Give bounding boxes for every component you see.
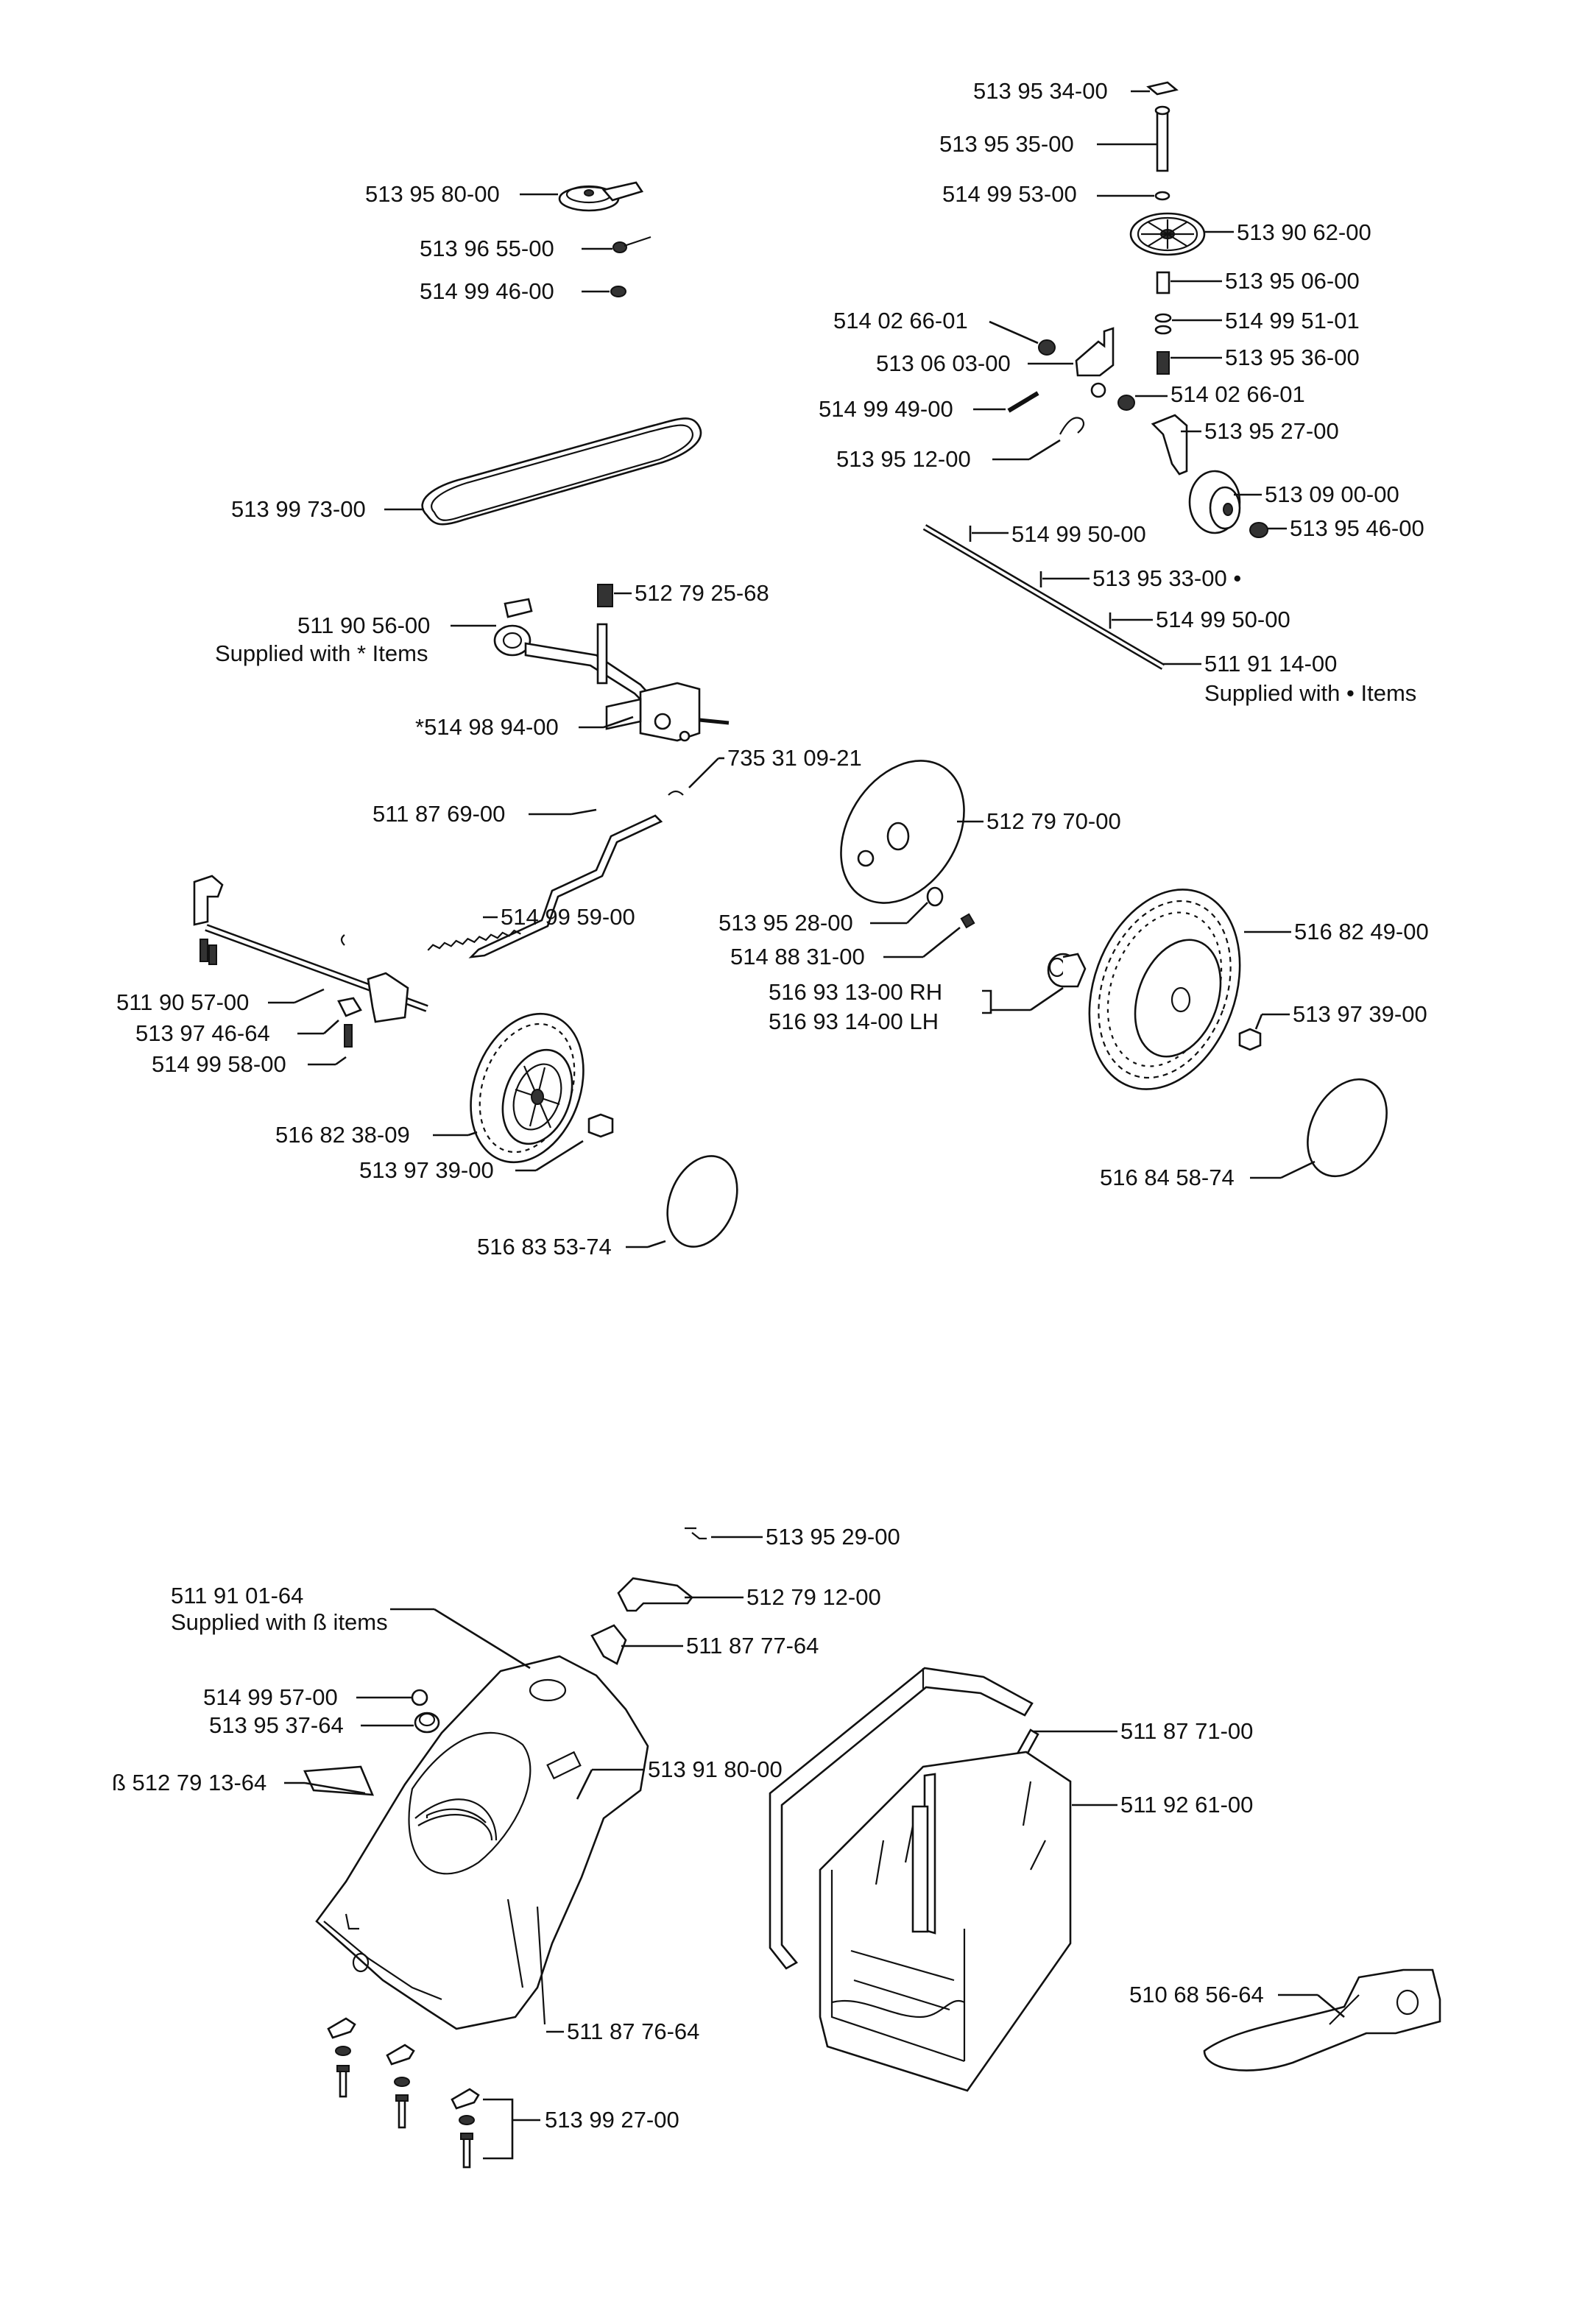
label-513953500: 513 95 35-00: [939, 131, 1074, 157]
label-511910164-note: Supplied with ß items: [171, 1609, 388, 1635]
label-514994900: 514 99 49-00: [819, 396, 953, 422]
tab-icon: [590, 1624, 627, 1665]
grass-bag-icon: [819, 1751, 1072, 2092]
label-512792568: 512 79 25-68: [635, 580, 769, 606]
washer-icon: [1038, 339, 1056, 356]
label-512797000: 512 79 70-00: [986, 808, 1121, 834]
hubcap-icon: [1307, 1078, 1388, 1178]
strip-icon: [303, 1765, 375, 1796]
hubcap-icon: [666, 1155, 738, 1248]
control-rod-icon: [468, 814, 663, 958]
label-516823809: 516 82 38-09: [275, 1122, 410, 1148]
label-514994600: 514 99 46-00: [420, 278, 554, 304]
label-514989400: *514 98 94-00: [415, 714, 559, 740]
label-514995101: 514 99 51-01: [1225, 308, 1360, 333]
label-514995900: 514 99 59-00: [501, 904, 635, 930]
label-513953300: 513 95 33-00 •: [1092, 565, 1241, 591]
gear-wheel-icon: [1129, 212, 1206, 256]
right-wheel-icon: [1088, 889, 1241, 1090]
label-735310921: 735 31 09-21: [727, 745, 862, 771]
label-514995000-b: 514 99 50-00: [1156, 607, 1290, 632]
label-513997300: 513 99 73-00: [231, 496, 366, 522]
label-514026601-b: 514 02 66-01: [1170, 381, 1305, 407]
label-516931400: 516 93 14-00 LH: [769, 1009, 939, 1034]
label-516931300: 516 93 13-00 RH: [769, 979, 942, 1005]
label-511877664: 511 87 76-64: [567, 2019, 699, 2044]
label-513060300: 513 06 03-00: [876, 350, 1011, 376]
rear-housing-assembly: [284, 1527, 763, 2169]
label-513953400: 513 95 34-00: [973, 78, 1108, 104]
shaft-icon: [1156, 109, 1169, 172]
gear-hub-icon: [1047, 953, 1087, 988]
label-512791364: ß 512 79 13-64: [112, 1770, 266, 1795]
drive-pulley-icon: [1188, 470, 1241, 534]
hook-spring-icon: [1059, 417, 1085, 435]
label-513992700: 513 99 27-00: [545, 2107, 679, 2133]
label-513918000: 513 91 80-00: [648, 1756, 783, 1782]
grass-bag-assembly: [769, 1667, 1441, 2092]
label-516824900: 516 82 49-00: [1294, 919, 1429, 944]
label-511905600: 511 90 56-00: [297, 612, 430, 638]
pin-icon: [1007, 391, 1039, 413]
gearbox-icon: [596, 623, 730, 742]
bracket-icon: [1075, 327, 1115, 377]
top-right-assembly: [922, 81, 1287, 670]
label-513954600: 513 95 46-00: [1290, 515, 1424, 541]
label-511877100: 511 87 71-00: [1120, 1718, 1253, 1744]
label-511911400-note: Supplied with • Items: [1204, 680, 1416, 706]
rear-housing-icon: [315, 1655, 649, 2030]
label-513958000: 513 95 80-00: [365, 181, 500, 207]
label-514026601-a: 514 02 66-01: [833, 308, 968, 333]
axle-bracket-icon: [193, 875, 224, 926]
right-wheel-assembly: [840, 760, 1388, 1179]
fastener-set-icon: [327, 2017, 480, 2169]
label-510685664: 510 68 56-64: [1129, 1982, 1264, 2007]
label-513906200: 513 90 62-00: [1237, 219, 1371, 245]
label-513953764: 513 95 37-64: [209, 1712, 344, 1738]
label-514995300: 514 99 53-00: [942, 181, 1077, 207]
cap-icon: [597, 584, 613, 607]
label-514995800: 514 99 58-00: [152, 1051, 286, 1077]
left-wheel-icon: [470, 1012, 585, 1164]
ring-icon: [1154, 191, 1170, 201]
latch-icon: [617, 1577, 693, 1612]
label-511905700: 511 90 57-00: [116, 989, 249, 1015]
spring-coil-icon: [427, 929, 521, 951]
label-511910164: 511 91 01-64: [171, 1583, 303, 1608]
label-513973900-b: 513 97 39-00: [1293, 1001, 1427, 1027]
label-514995000-a: 514 99 50-00: [1011, 521, 1146, 547]
label-516835374: 516 83 53-74: [477, 1234, 612, 1260]
label-513952800: 513 95 28-00: [718, 910, 853, 936]
label-512791200: 512 79 12-00: [746, 1584, 881, 1610]
clip-part-icon: [1146, 81, 1179, 96]
part-labels: 513 95 34-00 513 95 35-00 514 99 53-00 5…: [112, 78, 1429, 2133]
hex-nut-icon: [587, 1113, 614, 1138]
label-511911400: 511 91 14-00: [1204, 651, 1337, 677]
label-511876900: 511 87 69-00: [372, 801, 505, 827]
bushing-icon: [1156, 271, 1170, 294]
top-left-assembly: [193, 181, 738, 1248]
label-513953600: 513 95 36-00: [1225, 345, 1360, 370]
label-513952700: 513 95 27-00: [1204, 418, 1339, 444]
label-513951200: 513 95 12-00: [836, 446, 971, 472]
label-513974664: 513 97 46-64: [135, 1020, 270, 1046]
label-513965500: 513 96 55-00: [420, 236, 554, 261]
label-516845874: 516 84 58-74: [1100, 1165, 1235, 1190]
label-511905600-note: Supplied with * Items: [215, 640, 428, 666]
label-513973900-a: 513 97 39-00: [359, 1157, 494, 1183]
label-511877764: 511 87 77-64: [686, 1633, 819, 1659]
label-511926100: 511 92 61-00: [1120, 1792, 1253, 1818]
label-513950600: 513 95 06-00: [1225, 268, 1360, 294]
idler-pulley-icon: [558, 181, 644, 212]
label-513090000: 513 09 00-00: [1265, 481, 1399, 507]
label-514995700: 514 99 57-00: [203, 1684, 338, 1710]
link-icon: [1151, 414, 1188, 476]
label-513952900: 513 95 29-00: [766, 1524, 900, 1550]
v-belt-icon: [421, 417, 702, 526]
label-514883100: 514 88 31-00: [730, 944, 865, 969]
spring-icon: [1157, 351, 1170, 375]
mulch-plug-icon: [1203, 1968, 1441, 2072]
